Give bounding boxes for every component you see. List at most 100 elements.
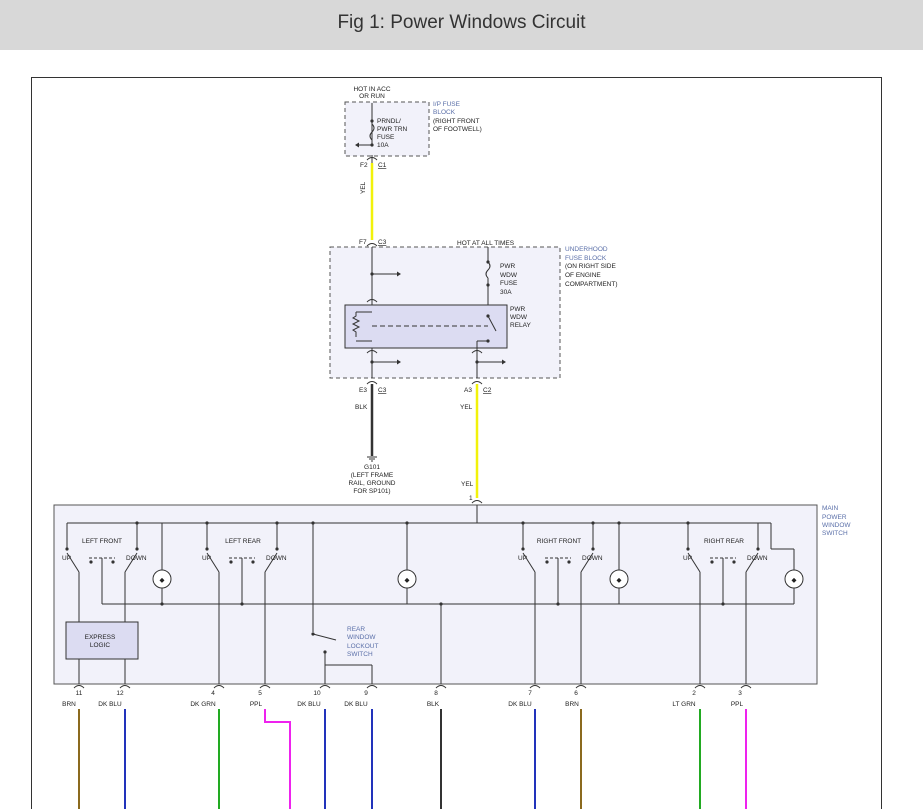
svg-text:DK BLU: DK BLU — [98, 701, 122, 708]
output-wire-3: 3 PPL — [731, 685, 752, 809]
svg-text:12: 12 — [116, 690, 124, 697]
relay-label-3: RELAY — [510, 322, 531, 329]
uh-arrow-1 — [397, 271, 401, 277]
right-rear-label: RIGHT REAR — [704, 538, 744, 545]
ip-fuse-block-title-2: BLOCK — [433, 109, 456, 116]
lamp-icon-2: ◆ — [397, 521, 417, 604]
svg-text:BRN: BRN — [565, 701, 579, 708]
ground-desc-2: RAIL, GROUND — [349, 480, 396, 487]
main-switch-title-4: SWITCH — [822, 530, 848, 537]
relay-label-2: WDW — [510, 314, 528, 321]
svg-text:6: 6 — [574, 690, 578, 697]
left-front-down: DOWN — [126, 555, 147, 562]
connector-c2 — [471, 381, 483, 385]
relay-arc-1 — [366, 299, 378, 303]
bus-node-5 — [721, 602, 725, 606]
svg-text:8: 8 — [434, 690, 438, 697]
svg-text:5: 5 — [258, 690, 262, 697]
svg-text:3: 3 — [738, 690, 742, 697]
lockout-label-1: REAR — [347, 626, 365, 633]
svg-text:DK BLU: DK BLU — [344, 701, 368, 708]
wire-yel-1-label: YEL — [360, 181, 367, 194]
underhood-desc-3: COMPARTMENT) — [565, 281, 617, 288]
ground-id: G101 — [364, 464, 380, 471]
fuse2-label-2: WDW — [500, 272, 518, 279]
lockout-label-4: SWITCH — [347, 651, 373, 658]
connector-c3-top — [366, 243, 378, 247]
express-logic-label-1: EXPRESS — [85, 634, 116, 641]
output-wire-11: 11 BRN — [62, 685, 85, 809]
connector-c3-bottom-label: C3 — [378, 387, 387, 394]
fuse1-node — [370, 119, 374, 123]
output-wire-4: 4 DK GRN — [190, 685, 225, 809]
lockout-node-top — [311, 521, 315, 525]
node-relay-1 — [486, 314, 490, 318]
left-rear-label: LEFT REAR — [225, 538, 261, 545]
right-front-label: RIGHT FRONT — [537, 538, 581, 545]
node-fuse2-1 — [486, 260, 490, 264]
ground-desc-3: FOR SP101) — [353, 488, 390, 495]
lockout-contact — [312, 633, 337, 641]
output-wire-7: 7 DK BLU — [508, 685, 541, 809]
pin-f2: F2 — [360, 162, 368, 169]
fuse1-label-3: FUSE — [377, 134, 395, 141]
main-switch-pin1: 1 — [469, 495, 473, 502]
relay-box — [344, 304, 508, 349]
svg-text:DK BLU: DK BLU — [297, 701, 321, 708]
diagram-frame — [31, 77, 882, 809]
fuse2-label-3: FUSE — [500, 280, 518, 287]
left-rear-up: UP — [202, 555, 211, 562]
underhood-desc-1: (ON RIGHT SIDE — [565, 263, 616, 270]
wire-yel-3-label: YEL — [461, 481, 474, 488]
switch-left-rear — [205, 521, 279, 684]
pin-a3: A3 — [464, 387, 472, 394]
right-rear-down: DOWN — [747, 555, 768, 562]
header-bar: Fig 1: Power Windows Circuit — [0, 0, 923, 50]
svg-text:DK BLU: DK BLU — [508, 701, 532, 708]
lamp-icon-1: ◆ — [152, 523, 172, 604]
switch-right-rear — [686, 521, 760, 684]
svg-text:7: 7 — [528, 690, 532, 697]
figure-title: Fig 1: Power Windows Circuit — [337, 12, 586, 33]
connector-c1-label: C1 — [378, 162, 387, 169]
connector-pin1 — [471, 500, 483, 504]
supply-label-1: HOT IN ACC — [353, 86, 390, 93]
wiring-diagram: HOT IN ACC OR RUN PRNDL/ PWR TRN FUSE 10… — [31, 77, 882, 809]
ip-fuse-block-title-1: I/P FUSE — [433, 101, 461, 108]
ip-fuse-block-desc-2: OF FOOTWELL) — [433, 126, 482, 133]
right-rear-up: UP — [683, 555, 692, 562]
left-front-label: LEFT FRONT — [82, 538, 122, 545]
wire-blk-label: BLK — [355, 404, 368, 411]
wire-yel-2-label: YEL — [460, 404, 473, 411]
fuse1-arrow — [355, 142, 359, 148]
connector-c3-bottom — [366, 381, 378, 385]
lamp-icon-4: ◆ — [770, 523, 804, 604]
pin-f7: F7 — [359, 239, 367, 246]
pin-e3: E3 — [359, 387, 367, 394]
svg-text:◆: ◆ — [617, 577, 623, 584]
svg-text:9: 9 — [364, 690, 368, 697]
svg-text:◆: ◆ — [405, 577, 411, 584]
svg-text:2: 2 — [692, 690, 696, 697]
bus-node-2 — [240, 602, 244, 606]
output-wire-8: 8 BLK — [427, 685, 447, 809]
ip-fuse-block-desc-1: (RIGHT FRONT — [433, 118, 479, 125]
right-front-up: UP — [518, 555, 527, 562]
svg-text:◆: ◆ — [160, 577, 166, 584]
main-switch-title-1: MAIN — [822, 505, 839, 512]
uh-arrow-3 — [502, 359, 506, 365]
switch-right-front — [521, 521, 595, 684]
underhood-desc-2: OF ENGINE — [565, 272, 601, 279]
svg-text:BRN: BRN — [62, 701, 76, 708]
express-logic-label-2: LOGIC — [90, 642, 111, 649]
fuse1-label-1: PRNDL/ — [377, 118, 401, 125]
output-wire-5: 5 PPL — [250, 685, 291, 809]
left-rear-down: DOWN — [266, 555, 287, 562]
relay-contact — [487, 315, 497, 332]
relay-arc-2 — [366, 350, 378, 354]
underhood-title-1: UNDERHOOD — [565, 246, 608, 253]
svg-text:BLK: BLK — [427, 701, 440, 708]
main-switch-box — [53, 504, 818, 685]
left-front-up: UP — [62, 555, 71, 562]
svg-text:LT GRN: LT GRN — [672, 701, 696, 708]
